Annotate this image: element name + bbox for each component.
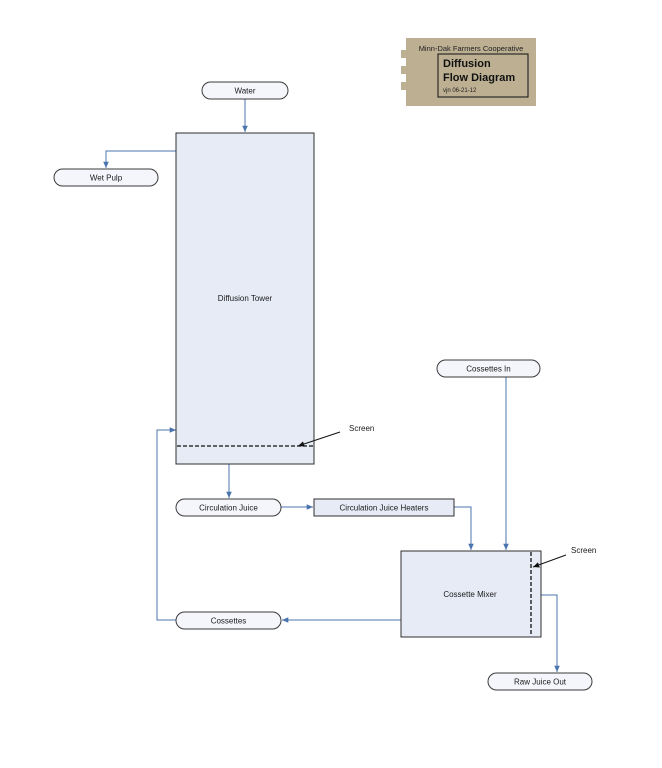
circulation-juice-heaters-label: Circulation Juice Heaters [340, 504, 429, 513]
diffusion-tower: Diffusion Tower [175, 132, 315, 465]
title-block-tab [401, 50, 409, 58]
title-inner-frame [437, 53, 529, 98]
tower-screen-callout: Screen [297, 424, 374, 447]
cossette-mixer-label: Cossette Mixer [443, 590, 497, 599]
title-organization: Minn-Dak Farmers Cooperative [419, 44, 524, 53]
cossettes-terminal: Cossettes [175, 611, 282, 630]
raw-juice-out-terminal: Raw Juice Out [487, 672, 593, 691]
cossettes-in-terminal: Cossettes In [436, 359, 541, 378]
raw-juice-out-label: Raw Juice Out [514, 678, 567, 687]
diffusion-tower-label: Diffusion Tower [218, 294, 273, 303]
flow-tower-to-wet-pulp [103, 150, 176, 168]
tower-screen-pointer [297, 431, 341, 447]
mixer-screen-label: Screen [571, 546, 596, 555]
title-block-tab [401, 66, 409, 74]
wet-pulp-label: Wet Pulp [90, 174, 123, 183]
flow-cossettes-to-tower [156, 427, 176, 621]
mixer-screen-pointer [532, 554, 567, 568]
water-label: Water [234, 87, 255, 96]
circulation-juice-label: Circulation Juice [199, 504, 258, 513]
title-block-tab [401, 82, 409, 90]
title-block: Minn-Dak Farmers Cooperative Diffusion F… [401, 38, 536, 106]
mixer-screen-callout: Screen [532, 546, 596, 568]
flow-heaters-to-mixer [454, 506, 474, 550]
flow-connectors [103, 99, 560, 672]
title-revision: vjn 06-21-12 [443, 88, 477, 94]
title-block-background [406, 38, 536, 106]
circulation-juice-terminal: Circulation Juice [175, 498, 282, 517]
water-terminal: Water [201, 81, 289, 100]
circulation-juice-heaters-box: Circulation Juice Heaters [313, 498, 455, 517]
title-line-1: Diffusion [443, 58, 491, 70]
wet-pulp-terminal: Wet Pulp [53, 168, 159, 187]
cossettes-in-label: Cossettes In [466, 365, 510, 374]
cossette-mixer: Cossette Mixer [400, 550, 542, 638]
tower-screen-label: Screen [349, 424, 374, 433]
cossettes-label: Cossettes [211, 617, 247, 626]
title-line-2: Flow Diagram [443, 72, 515, 84]
flow-mixer-to-raw-juice-out [541, 594, 560, 672]
